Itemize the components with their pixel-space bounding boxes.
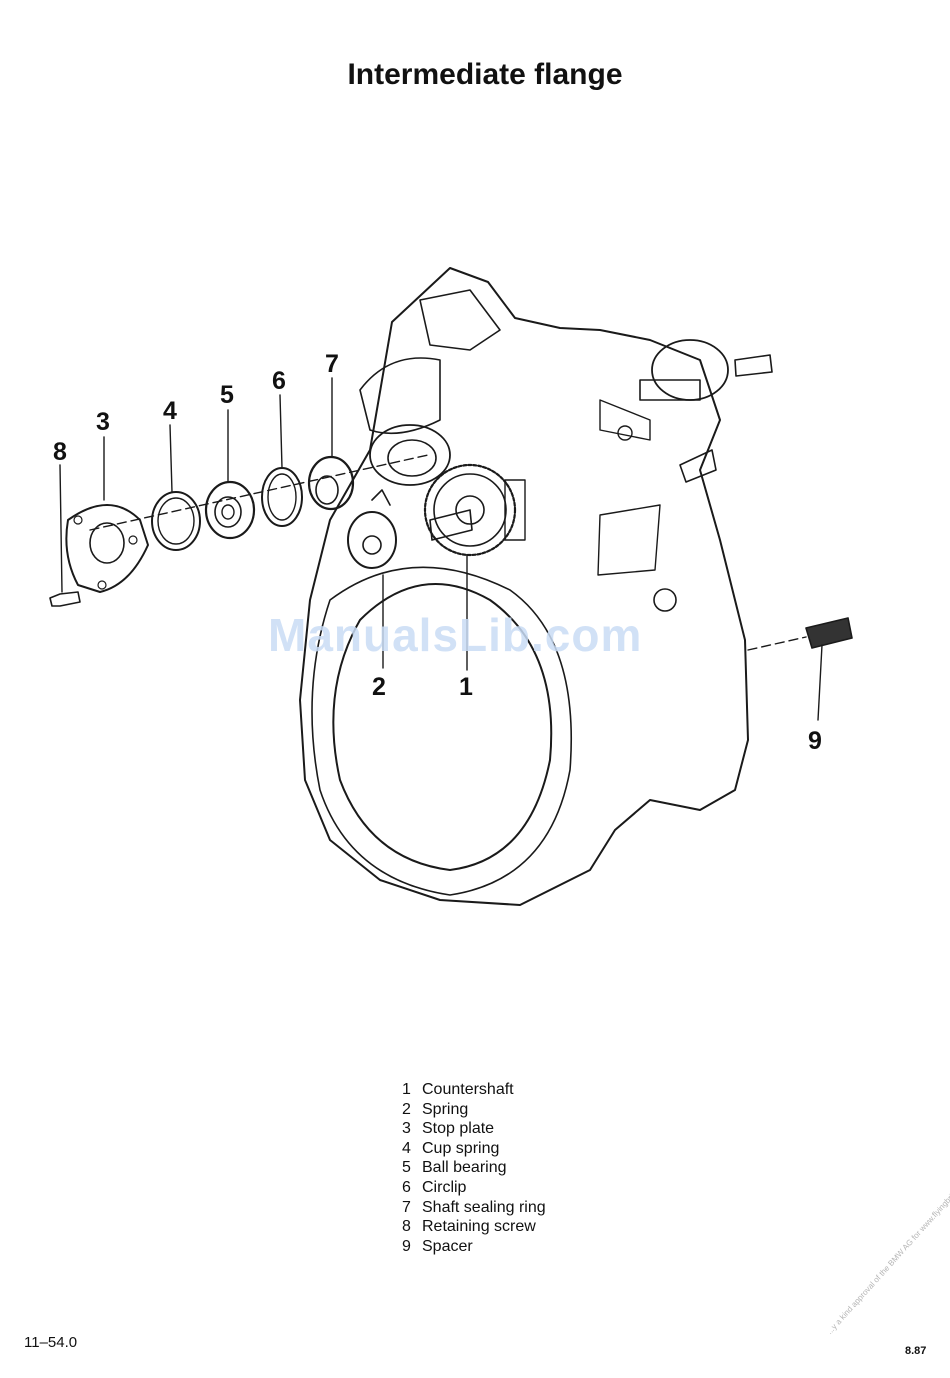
mount-bolt [735, 355, 772, 376]
legend-label: Ball bearing [422, 1158, 507, 1178]
retaining-screw-drawing [50, 592, 80, 606]
legend-number: 9 [402, 1237, 422, 1257]
legend-number: 5 [402, 1158, 422, 1178]
spacer-part [806, 618, 852, 648]
legend-label: Circlip [422, 1178, 466, 1198]
legend-number: 8 [402, 1217, 422, 1237]
countershaft-shape [430, 510, 472, 540]
top-rib [420, 290, 500, 350]
legend-label: Cup spring [422, 1139, 499, 1159]
legend-number: 4 [402, 1139, 422, 1159]
legend-number: 2 [402, 1100, 422, 1120]
legend-label: Stop plate [422, 1119, 494, 1139]
housing-outline [300, 268, 748, 905]
legend-label: Countershaft [422, 1080, 514, 1100]
callout-1: 1 [451, 673, 481, 702]
side-fitting [680, 450, 716, 482]
shaft-seal-drawing [309, 457, 353, 509]
cup-spring-drawing [152, 492, 200, 550]
legend-number: 3 [402, 1119, 422, 1139]
legend-number: 6 [402, 1178, 422, 1198]
callout-4: 4 [155, 397, 185, 426]
callout-8: 8 [45, 438, 75, 467]
stop-plate-drawing [66, 505, 148, 592]
callout-5: 5 [212, 381, 242, 410]
gear-drawing [425, 465, 525, 555]
callout-9: 9 [800, 727, 830, 756]
legend-number: 1 [402, 1080, 422, 1100]
callout-6: 6 [264, 367, 294, 396]
legend-number: 7 [402, 1198, 422, 1218]
callout-2: 2 [364, 673, 394, 702]
spring-drawing [348, 490, 396, 568]
legend-label: Retaining screw [422, 1217, 536, 1237]
callout-3: 3 [88, 408, 118, 437]
legend-label: Spacer [422, 1237, 473, 1257]
page-number: 11–54.0 [24, 1334, 77, 1351]
rear-mount [600, 340, 728, 440]
explosion-axis [90, 455, 428, 530]
ball-bearing-drawing [206, 482, 254, 538]
circlip-drawing [262, 468, 302, 526]
legend-label: Spring [422, 1100, 468, 1120]
upper-window [360, 358, 440, 433]
callout-7: 7 [317, 350, 347, 379]
legend-label: Shaft sealing ring [422, 1198, 546, 1218]
page-date: 8.87 [905, 1345, 926, 1357]
watermark: ManualsLib.com [268, 608, 642, 662]
